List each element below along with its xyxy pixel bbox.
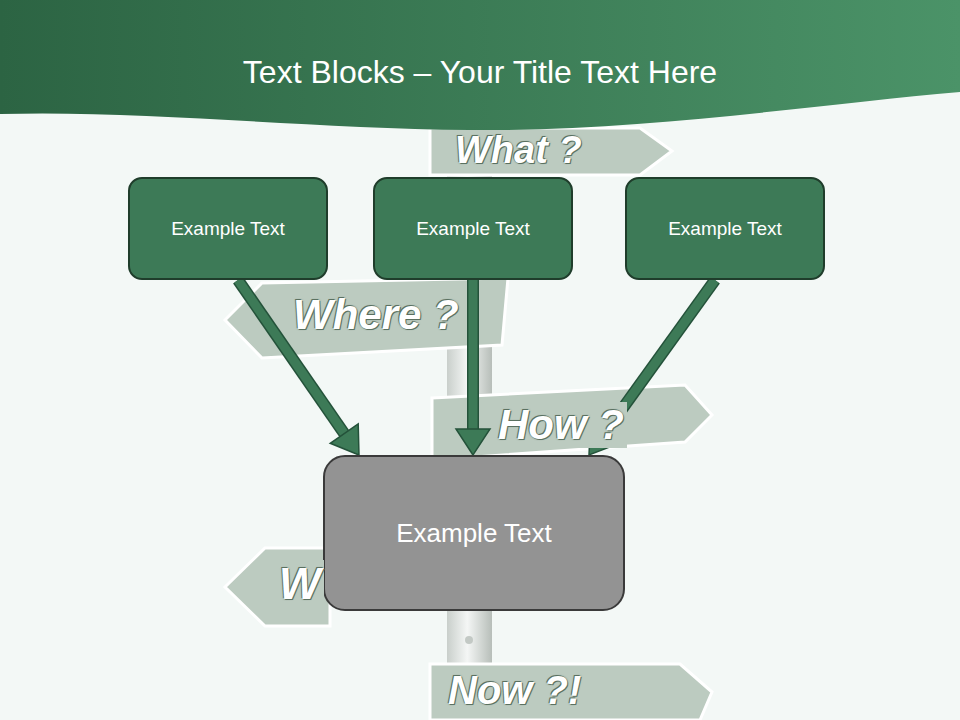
arrow-head [330, 424, 359, 455]
sign-board [225, 548, 330, 626]
header-band [0, 0, 960, 130]
block-text: Example Text [171, 218, 285, 240]
sign-word: How ? [495, 402, 627, 448]
sign-word: W [276, 560, 324, 608]
block-text: Example Text [416, 218, 530, 240]
sign-word: What ? [452, 130, 585, 172]
slide-title: Text Blocks – Your Title Text Here [0, 54, 960, 91]
pole-bolt [465, 636, 473, 644]
block-text: Example Text [396, 518, 552, 549]
result-box: Example Text [323, 455, 625, 611]
sign-word: Where ? [290, 292, 462, 338]
sign-board [430, 128, 672, 175]
sign-board [430, 664, 712, 720]
arrow-shaft [469, 280, 478, 433]
sign-word: Now ?! [445, 668, 584, 712]
text-block: Example Text [128, 177, 328, 280]
block-text: Example Text [668, 218, 782, 240]
arrow-head [456, 429, 490, 455]
text-block: Example Text [625, 177, 825, 280]
text-block: Example Text [373, 177, 573, 280]
arrow-shaft-outline [467, 280, 479, 433]
